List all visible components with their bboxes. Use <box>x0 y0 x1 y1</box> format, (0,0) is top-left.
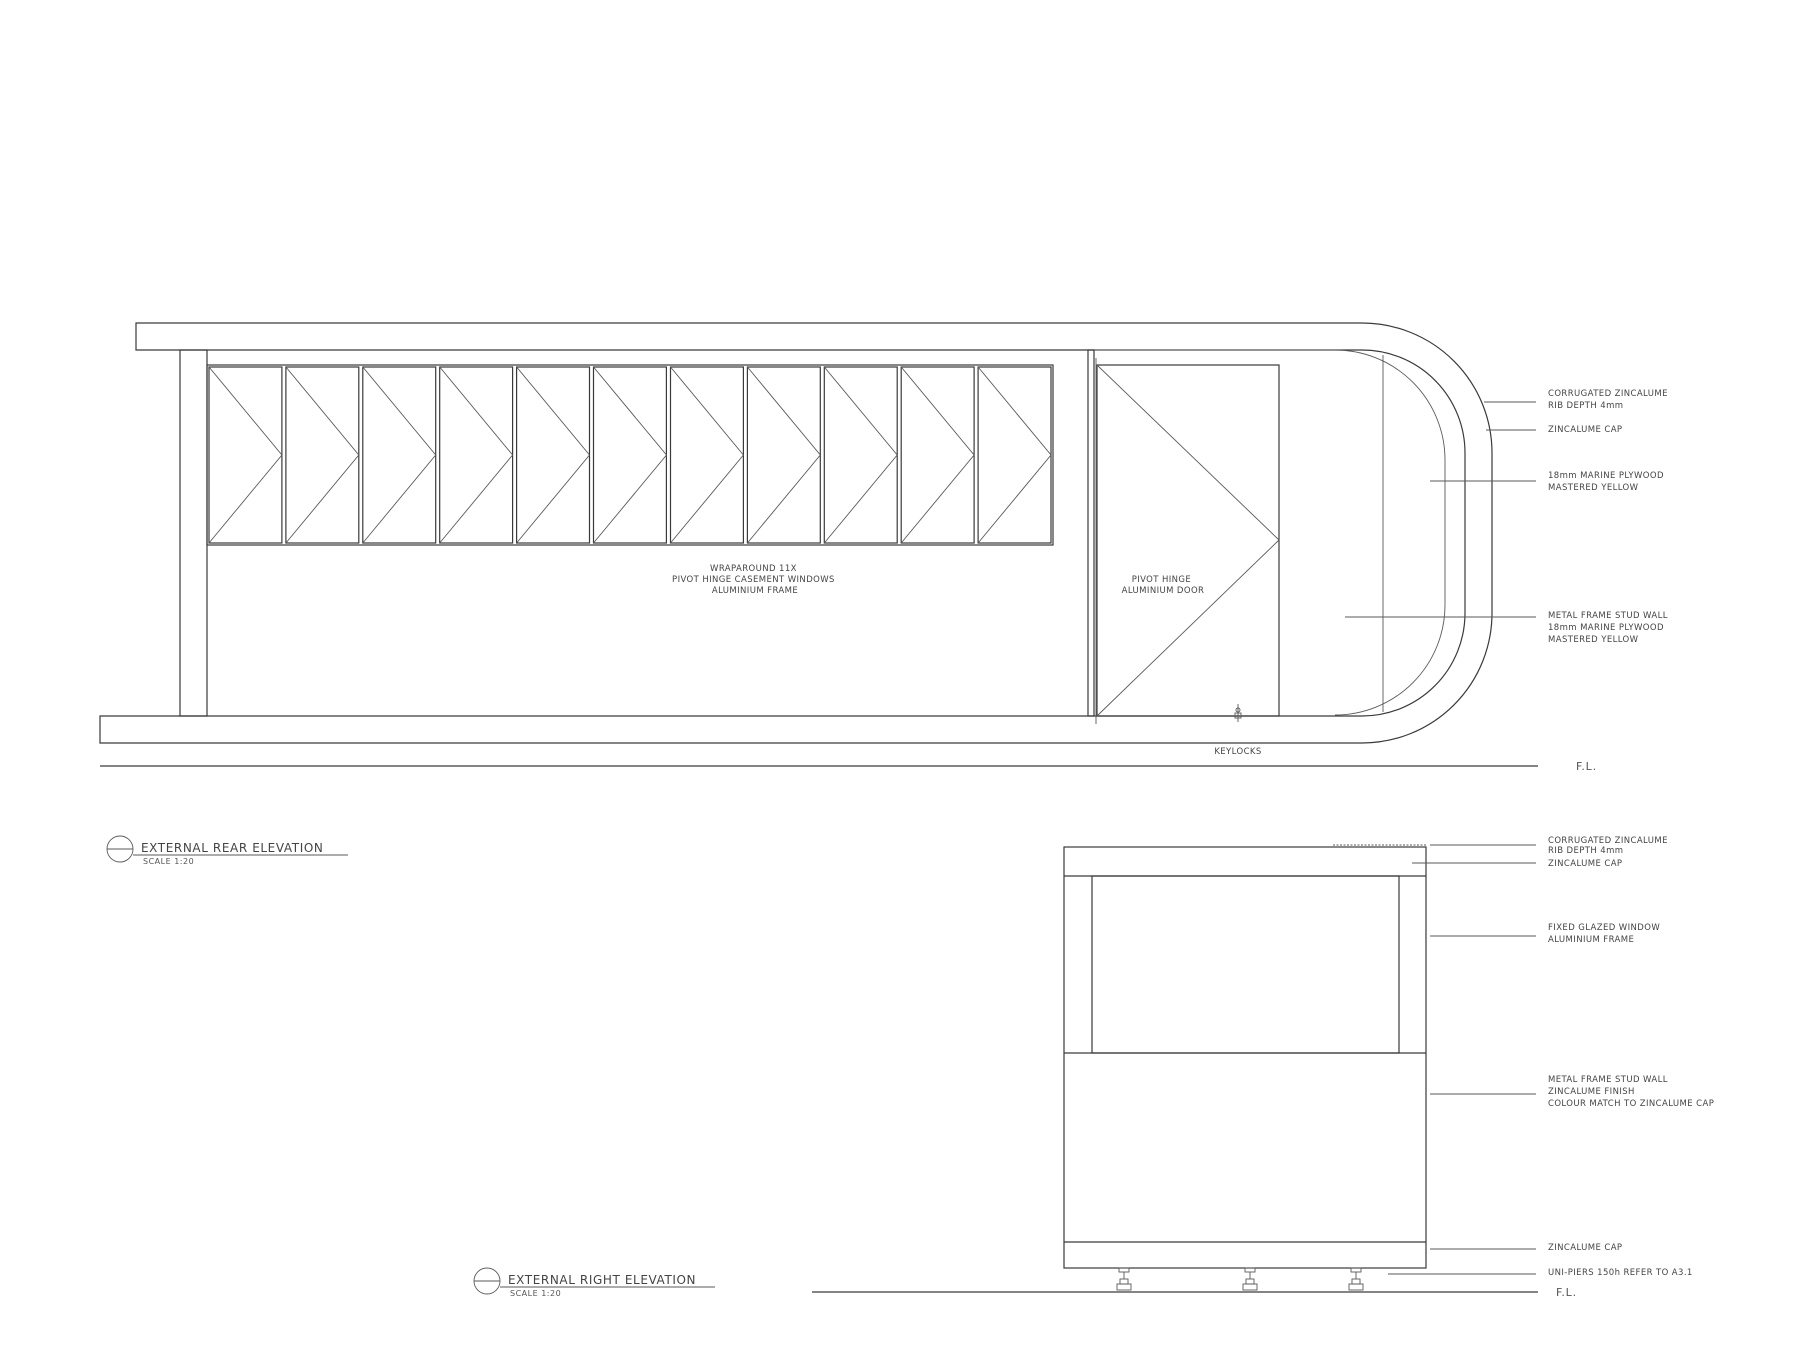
rear-callout-leaders <box>1345 401 1536 618</box>
casement-swing-mark <box>516 366 591 544</box>
uni-piers <box>1116 1267 1364 1291</box>
rear-title: EXTERNAL REAR ELEVATION <box>141 841 323 855</box>
pivot-door <box>1096 364 1280 717</box>
casement-window <box>977 366 1052 544</box>
casement-windows <box>208 366 1052 544</box>
right-title-block: EXTERNAL RIGHT ELEVATION SCALE 1:20 <box>473 1267 715 1298</box>
casement-swing-mark <box>977 366 1052 544</box>
casement-window <box>592 366 668 544</box>
casement-window <box>669 366 745 544</box>
rear-elevation: F.L. WRAPAROUND 11X PIVOT HINGE CASEMENT… <box>99 322 1671 866</box>
casement-swing-mark <box>900 366 975 544</box>
casement-swing-mark <box>670 366 744 544</box>
casement-window <box>439 366 514 544</box>
rear-callout-plywood: 18mm MARINE PLYWOOD MASTERED YELLOW <box>1548 471 1667 493</box>
rear-scale: SCALE 1:20 <box>143 857 194 866</box>
door-swing-mark <box>1096 364 1280 717</box>
uni-pier-icon <box>1242 1267 1258 1291</box>
fixed-glazed-window <box>1091 875 1400 1054</box>
uni-pier-icon <box>1116 1267 1132 1291</box>
rear-callout-cap: ZINCALUME CAP <box>1548 425 1622 435</box>
rear-window-frame <box>206 364 1054 546</box>
right-title: EXTERNAL RIGHT ELEVATION <box>508 1273 696 1287</box>
casement-swing-mark <box>362 366 437 544</box>
keylocks-label: KEYLOCKS <box>1214 747 1261 757</box>
casement-window <box>900 366 975 544</box>
right-callout-piers: UNI-PIERS 150h REFER TO A3.1 <box>1548 1268 1693 1278</box>
door-note: PIVOT HINGE ALUMINIUM DOOR <box>1122 575 1205 596</box>
rear-title-block: EXTERNAL REAR ELEVATION SCALE 1:20 <box>106 835 348 866</box>
right-outer-frame <box>1063 846 1427 1269</box>
uni-pier-icon <box>1348 1267 1364 1291</box>
rear-callout-stud-wall: METAL FRAME STUD WALL 18mm MARINE PLYWOO… <box>1548 611 1671 645</box>
casement-swing-mark <box>747 366 821 544</box>
right-elevation: F.L. CORRUGATED ZINCALUME RIB DEPTH 4mm … <box>473 836 1714 1299</box>
casement-window <box>362 366 437 544</box>
right-callout-corrugated: CORRUGATED ZINCALUME RIB DEPTH 4mm <box>1548 836 1671 856</box>
rear-left-post <box>179 349 208 717</box>
right-callout-cap-top: ZINCALUME CAP <box>1548 859 1622 869</box>
right-callout-cap-bottom: ZINCALUME CAP <box>1548 1243 1622 1253</box>
right-callout-leaders <box>1388 844 1536 1275</box>
casement-window <box>285 366 360 544</box>
casement-swing-mark <box>208 366 283 544</box>
casement-window <box>208 366 283 544</box>
keylock-icon <box>1234 704 1242 722</box>
rear-roof-outline <box>99 322 1493 744</box>
right-floor-label: F.L. <box>1556 1286 1577 1299</box>
right-scale: SCALE 1:20 <box>510 1289 561 1298</box>
rear-floor-label: F.L. <box>1576 760 1597 773</box>
casement-swing-mark <box>285 366 360 544</box>
casement-window <box>823 366 898 544</box>
rear-callout-corrugated: CORRUGATED ZINCALUME RIB DEPTH 4mm <box>1548 389 1671 411</box>
casement-swing-mark <box>439 366 514 544</box>
casement-swing-mark <box>823 366 898 544</box>
rear-door-post <box>1087 349 1095 717</box>
casement-swing-mark <box>593 366 668 544</box>
rear-inner-curve <box>1090 349 1446 716</box>
right-callout-window: FIXED GLAZED WINDOW ALUMINIUM FRAME <box>1548 923 1663 945</box>
casement-window <box>515 366 591 544</box>
window-note: WRAPAROUND 11X PIVOT HINGE CASEMENT WIND… <box>672 564 838 596</box>
right-callout-stud-wall: METAL FRAME STUD WALL ZINCALUME FINISH C… <box>1548 1075 1714 1109</box>
casement-window <box>746 366 821 544</box>
